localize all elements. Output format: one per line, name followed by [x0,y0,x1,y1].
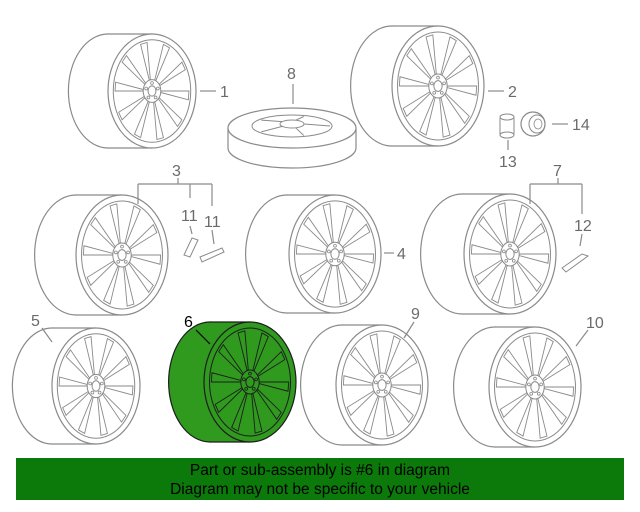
callout-4: 4 [397,246,406,263]
info-banner: Part or sub-assembly is #6 in diagram Di… [16,458,624,500]
wheel-7 [420,193,557,315]
callout-10: 10 [586,315,604,332]
leader-lines [41,84,589,347]
cap-14 [520,111,546,137]
wheel-5 [11,327,141,445]
callout-14: 14 [572,117,590,134]
insert-11b [199,247,225,263]
callout-9: 9 [411,306,420,323]
callout-2: 2 [508,84,517,101]
wheel-9 [300,324,429,446]
callout-8: 8 [287,66,296,83]
wheel-10 [453,326,582,448]
callout-labels: 1 2 3 4 5 6 7 8 9 10 11 11 12 13 14 [31,66,604,332]
wheel-parts-diagram: 1 2 3 4 5 6 7 8 9 10 11 11 12 13 14 [11,25,604,448]
wheel-3 [33,194,169,316]
wheel-4 [245,194,382,314]
callout-13: 13 [499,154,517,171]
insert-12 [561,253,590,273]
wheel-2 [350,25,485,147]
callout-6: 6 [184,314,193,331]
wheel-1 [67,33,197,149]
callout-5: 5 [31,313,40,330]
wheel-6 [168,321,297,443]
callout-3: 3 [172,163,181,180]
wheel-illustrations [11,25,590,448]
banner-line-2: Diagram may not be specific to your vehi… [170,481,470,498]
callout-11b: 11 [204,214,221,231]
callout-7: 7 [553,163,562,180]
lug-nut-13 [499,113,515,139]
callout-1: 1 [220,84,229,101]
insert-11a [183,237,199,258]
callout-12: 12 [574,218,592,235]
callout-11a: 11 [181,208,198,225]
spare-8 [227,107,357,169]
banner-line-1: Part or sub-assembly is #6 in diagram [189,462,451,479]
